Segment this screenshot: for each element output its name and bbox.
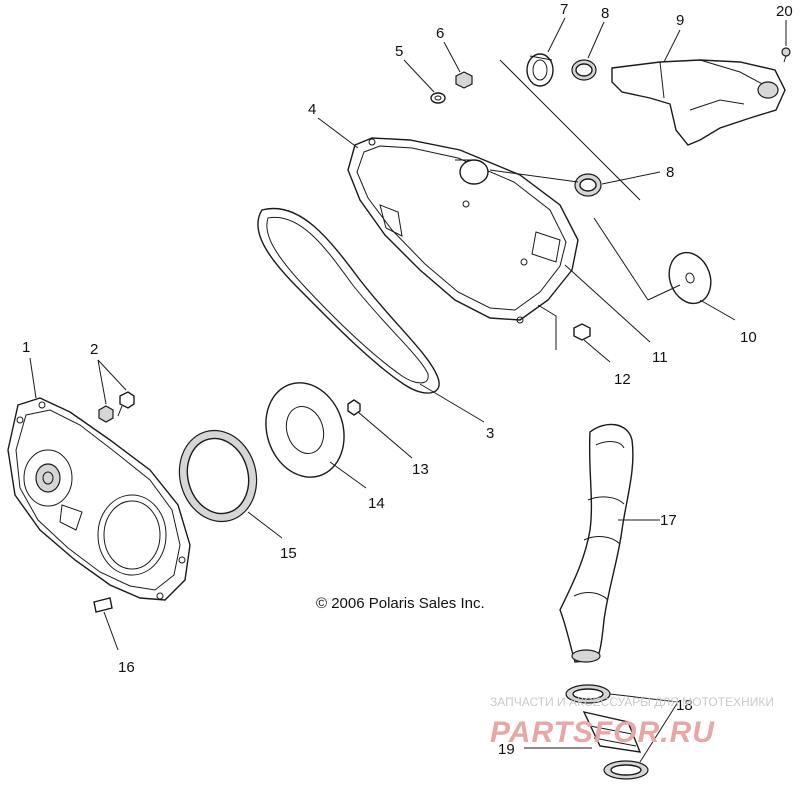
label-2: 2	[90, 341, 98, 358]
watermark-logo: PARTSFOR.RU	[490, 716, 715, 749]
label-11: 11	[652, 349, 668, 366]
label-13: 13	[412, 461, 429, 478]
leader-lines	[29, 17, 787, 763]
part-18a-clamp	[565, 684, 611, 704]
part-14-disc	[265, 382, 345, 478]
part-18b-clamp	[603, 760, 649, 780]
watermark: ЗАПЧАСТИ И АКСЕССУАРЫ ДЛЯ МОТОТЕХНИКИ PA…	[490, 695, 774, 749]
label-16: 16	[118, 659, 135, 676]
label-14: 14	[368, 495, 385, 512]
part-15-gasket	[178, 429, 258, 523]
label-18: 18	[676, 697, 693, 714]
label-4: 4	[308, 101, 316, 118]
part-10-seal	[668, 251, 712, 305]
label-3: 3	[486, 425, 494, 442]
part-17-intake-hose	[559, 423, 634, 663]
part-19-boot	[582, 710, 642, 753]
callout-numbers: 1 2 3 4 5 6 7 8 9 8 10 11 12 13 14 15 16…	[22, 1, 793, 758]
part-6-nut	[455, 71, 473, 89]
part-1-inner-cover	[7, 397, 191, 601]
part-4-outer-cover	[347, 137, 579, 324]
watermark-tagline: ЗАПЧАСТИ И АКСЕССУАРЫ ДЛЯ МОТОТЕХНИКИ	[490, 695, 774, 709]
label-12: 12	[614, 371, 631, 388]
label-5: 5	[395, 43, 403, 60]
part-8b-clamp	[574, 173, 602, 197]
label-8a: 8	[601, 5, 609, 22]
part-16-clip	[93, 597, 113, 613]
part-2-fasteners	[98, 391, 135, 423]
label-15: 15	[280, 545, 297, 562]
label-9: 9	[676, 12, 684, 29]
copyright-text: © 2006 Polaris Sales Inc.	[316, 595, 485, 612]
label-19: 19	[498, 741, 515, 758]
part-20-screw	[781, 47, 791, 63]
part-8a-clamp	[571, 59, 597, 81]
part-12-bolt	[573, 323, 591, 341]
label-7: 7	[560, 1, 568, 18]
part-7-coupler	[526, 53, 554, 87]
label-6: 6	[436, 25, 444, 42]
label-1: 1	[22, 339, 30, 356]
label-20: 20	[776, 3, 793, 20]
label-8b: 8	[666, 164, 674, 181]
label-17: 17	[660, 512, 677, 529]
label-10: 10	[740, 329, 757, 346]
part-5-grommet	[430, 92, 446, 104]
part-9-air-duct	[611, 59, 786, 146]
part-13-nut	[347, 399, 361, 416]
